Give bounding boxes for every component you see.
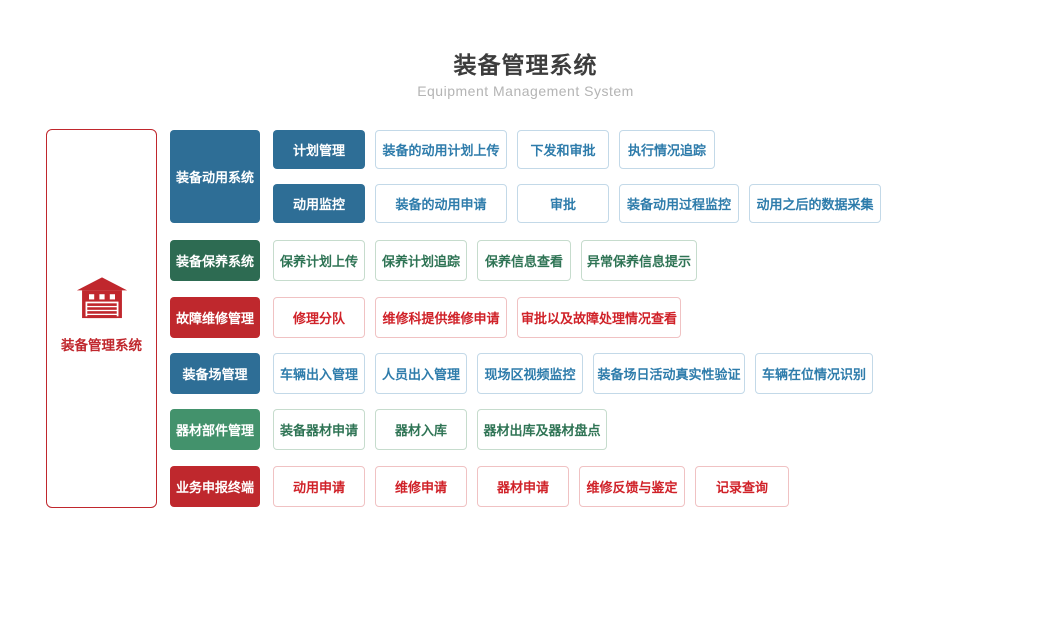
node-box: 装备动用过程监控 xyxy=(619,184,739,223)
group-header-mobilization: 装备动用系统 xyxy=(170,130,260,223)
node-box: 装备器材申请 xyxy=(273,409,365,450)
node-box: 器材申请 xyxy=(477,466,569,507)
node-box: 车辆出入管理 xyxy=(273,353,365,394)
subgroup-header-plan-management: 计划管理 xyxy=(273,130,365,169)
node-box: 审批 xyxy=(517,184,609,223)
node-box: 维修反馈与鉴定 xyxy=(579,466,685,507)
group-header-fault-repair: 故障维修管理 xyxy=(170,297,260,338)
node-box: 装备的动用申请 xyxy=(375,184,507,223)
node-box: 车辆在位情况识别 xyxy=(755,353,873,394)
node-box: 装备的动用计划上传 xyxy=(375,130,507,169)
node-box: 执行情况追踪 xyxy=(619,130,715,169)
root-system-panel: 装备管理系统 xyxy=(46,129,157,508)
node-box: 保养计划追踪 xyxy=(375,240,467,281)
group-header-maintenance-system: 装备保养系统 xyxy=(170,240,260,281)
node-box: 动用申请 xyxy=(273,466,365,507)
page-title: 装备管理系统 xyxy=(453,52,598,78)
node-box: 审批以及故障处理情况查看 xyxy=(517,297,681,338)
node-box: 维修申请 xyxy=(375,466,467,507)
node-box: 维修科提供维修申请 xyxy=(375,297,507,338)
subgroup-header-mobilization-monitoring: 动用监控 xyxy=(273,184,365,223)
node-box: 保养计划上传 xyxy=(273,240,365,281)
group-header-equipment-yard: 装备场管理 xyxy=(170,353,260,394)
node-box: 装备场日活动真实性验证 xyxy=(593,353,745,394)
node-box: 人员出入管理 xyxy=(375,353,467,394)
node-box: 保养信息查看 xyxy=(477,240,571,281)
node-box: 记录查询 xyxy=(695,466,789,507)
group-header-parts-management: 器材部件管理 xyxy=(170,409,260,450)
group-header-business-terminal: 业务申报终端 xyxy=(170,466,260,507)
node-box: 动用之后的数据采集 xyxy=(749,184,881,223)
node-box: 现场区视频监控 xyxy=(477,353,583,394)
root-system-content: 装备管理系统 xyxy=(61,276,142,354)
root-system-label: 装备管理系统 xyxy=(61,337,142,353)
node-box: 器材入库 xyxy=(375,409,467,450)
node-box: 下发和审批 xyxy=(517,130,609,169)
node-box: 异常保养信息提示 xyxy=(581,240,697,281)
page-subtitle: Equipment Management System xyxy=(417,83,634,99)
node-box: 器材出库及器材盘点 xyxy=(477,409,607,450)
node-box: 修理分队 xyxy=(273,297,365,338)
garage-icon xyxy=(76,276,128,327)
